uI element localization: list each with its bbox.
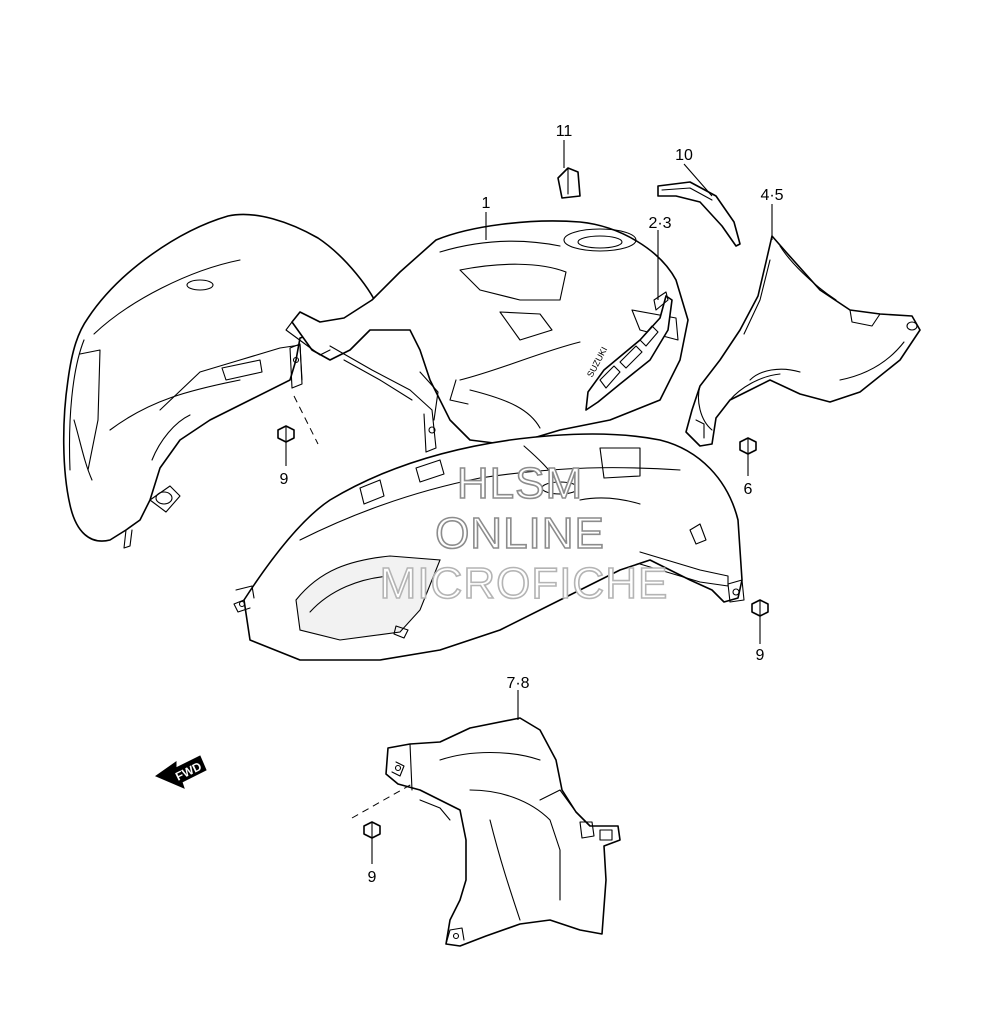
callout-10: 10	[675, 147, 693, 164]
watermark-line-2: ONLINE	[435, 509, 605, 558]
leader-10	[683, 163, 713, 197]
callout-4-5: 4·5	[760, 187, 783, 204]
center-fender-frame[interactable]	[285, 220, 689, 467]
rear-fender[interactable]	[62, 213, 381, 549]
watermark: HLSM ONLINE MICROFICHE	[379, 458, 669, 609]
trim-strip[interactable]	[657, 181, 741, 247]
cap-part[interactable]	[557, 167, 581, 199]
side-cover[interactable]	[685, 235, 921, 447]
watermark-line-3: MICROFICHE	[380, 559, 669, 608]
callout-9-left: 9	[280, 471, 289, 488]
callout-9-bottom: 9	[368, 869, 377, 886]
forward-arrow-icon: FWD	[154, 755, 207, 789]
screw-6[interactable]	[739, 437, 757, 455]
mud-guard[interactable]	[385, 717, 621, 947]
front-fender[interactable]	[233, 433, 745, 661]
bolt-9-bottom[interactable]	[363, 821, 381, 839]
bolt-9-left[interactable]	[277, 425, 295, 443]
dashed-guide-left	[293, 395, 319, 445]
callout-1: 1	[482, 195, 491, 212]
callout-7-8: 7·8	[506, 675, 529, 692]
bolt-9-right[interactable]	[751, 599, 769, 617]
callout-2-3: 2·3	[648, 215, 671, 232]
callout-11: 11	[556, 123, 573, 140]
dashed-guide-bottom	[351, 783, 413, 819]
callout-9-right: 9	[756, 647, 765, 664]
callout-6: 6	[744, 481, 753, 498]
watermark-line-1: HLSM	[457, 459, 583, 508]
